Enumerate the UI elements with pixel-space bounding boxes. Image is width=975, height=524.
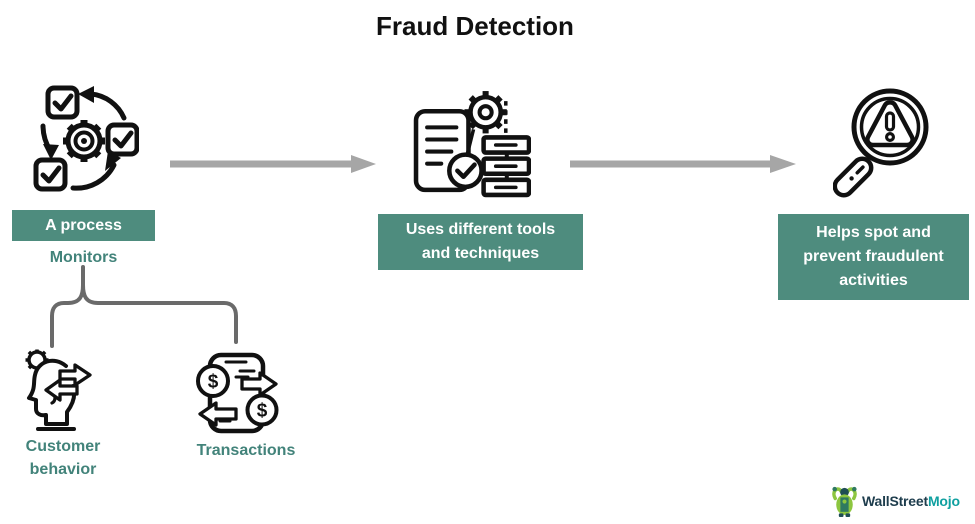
stage3-label: Helps spot and prevent fraudulent activi… (803, 224, 944, 289)
wallstreetmojo-logo: WallStreetMojo (831, 484, 960, 517)
monitors-label: Monitors (49, 249, 118, 266)
stage3-label-box: Helps spot and prevent fraudulent activi… (778, 214, 969, 300)
stage2-label-box: Uses different tools and techniques (378, 214, 583, 270)
phone-dollar-transfer-icon: $ $ (196, 352, 279, 434)
wallstreetmojo-wordmark: WallStreetMojo (862, 493, 960, 509)
flow-arrow-1 (170, 155, 376, 173)
page-title: Fraud Detection (376, 11, 574, 41)
brand-part1: WallStreet (862, 492, 928, 509)
transactions-label: Transactions (196, 442, 296, 459)
process-cycle-icon (33, 85, 139, 192)
stage2-label: Uses different tools and techniques (405, 221, 556, 262)
document-gear-checklist-icon (413, 91, 531, 198)
wallstreetmojo-mascot-icon (832, 486, 857, 517)
dollar-glyph: $ (208, 372, 219, 393)
brand-part2: Mojo (927, 492, 960, 509)
magnifier-warning-icon (833, 88, 929, 198)
head-gear-arrows-icon (25, 349, 92, 431)
branch-brace (50, 265, 238, 348)
stage1-label: A process (45, 216, 122, 234)
flow-arrow-2 (570, 155, 796, 173)
dollar-glyph: $ (257, 401, 268, 422)
customer-behavior-label: Customer behavior (25, 438, 101, 478)
stage1-label-box: A process (12, 210, 155, 241)
